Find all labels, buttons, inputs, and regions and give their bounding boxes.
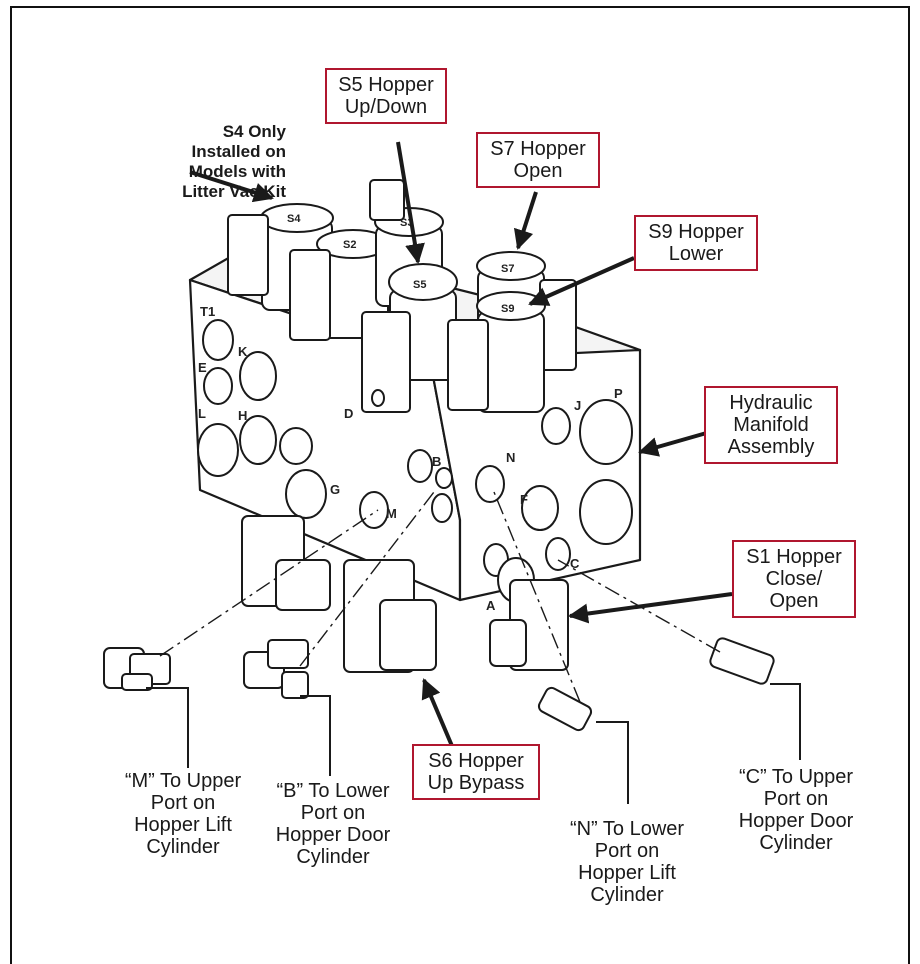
figure-frame bbox=[10, 6, 910, 964]
callout-s4: S4 Only Installed on Models with Litter … bbox=[182, 122, 286, 201]
port-m: M bbox=[386, 506, 397, 521]
label-n-port: “N” To Lower Port on Hopper Lift Cylinde… bbox=[569, 818, 685, 906]
port-d: D bbox=[344, 406, 353, 421]
cap-s9: S9 bbox=[501, 303, 514, 315]
port-j: J bbox=[574, 398, 581, 413]
arrow-s1 bbox=[568, 592, 733, 624]
port-h: H bbox=[238, 408, 247, 423]
leader-b bbox=[300, 695, 331, 776]
arrow-s7 bbox=[513, 191, 538, 250]
port-e: E bbox=[198, 360, 207, 375]
arrow-s9 bbox=[528, 256, 635, 306]
port-a: A bbox=[486, 598, 496, 613]
label-c-port: “C” To Upper Port on Hopper Door Cylinde… bbox=[738, 766, 854, 854]
arrow-s4 bbox=[189, 170, 274, 203]
port-f: F bbox=[520, 492, 528, 507]
label-b-port: “B” To Lower Port on Hopper Door Cylinde… bbox=[275, 780, 391, 868]
cap-s4: S4 bbox=[287, 213, 301, 225]
callout-s9: S9 Hopper Lower bbox=[634, 215, 758, 271]
callout-s1: S1 Hopper Close/ Open bbox=[732, 540, 856, 618]
leader-m bbox=[146, 687, 189, 768]
cap-s2: S2 bbox=[343, 239, 356, 251]
port-t1: T1 bbox=[200, 304, 215, 319]
port-g: G bbox=[330, 482, 340, 497]
port-p: P bbox=[614, 386, 623, 401]
callout-s7: S7 Hopper Open bbox=[476, 132, 600, 188]
leader-n bbox=[596, 721, 629, 804]
callout-s6: S6 Hopper Up Bypass bbox=[412, 744, 540, 800]
port-b: B bbox=[432, 454, 441, 469]
fitting-m bbox=[103, 647, 171, 691]
port-c: C bbox=[570, 556, 580, 571]
label-m-port: “M” To Upper Port on Hopper Lift Cylinde… bbox=[124, 770, 242, 858]
port-l: L bbox=[198, 406, 206, 421]
arrow-s6 bbox=[421, 678, 454, 747]
arrow-manifold bbox=[638, 430, 711, 457]
arrow-s5 bbox=[396, 141, 425, 264]
port-n: N bbox=[506, 450, 515, 465]
port-k: K bbox=[238, 344, 248, 359]
cap-s5: S5 bbox=[413, 279, 426, 291]
cap-s7: S7 bbox=[501, 263, 514, 275]
fitting-n bbox=[537, 686, 593, 732]
fitting-b bbox=[243, 639, 309, 699]
callout-s5: S5 Hopper Up/Down bbox=[325, 68, 447, 124]
fitting-c bbox=[709, 637, 775, 685]
callout-manifold: Hydraulic Manifold Assembly bbox=[704, 386, 838, 464]
leader-c bbox=[770, 683, 801, 760]
